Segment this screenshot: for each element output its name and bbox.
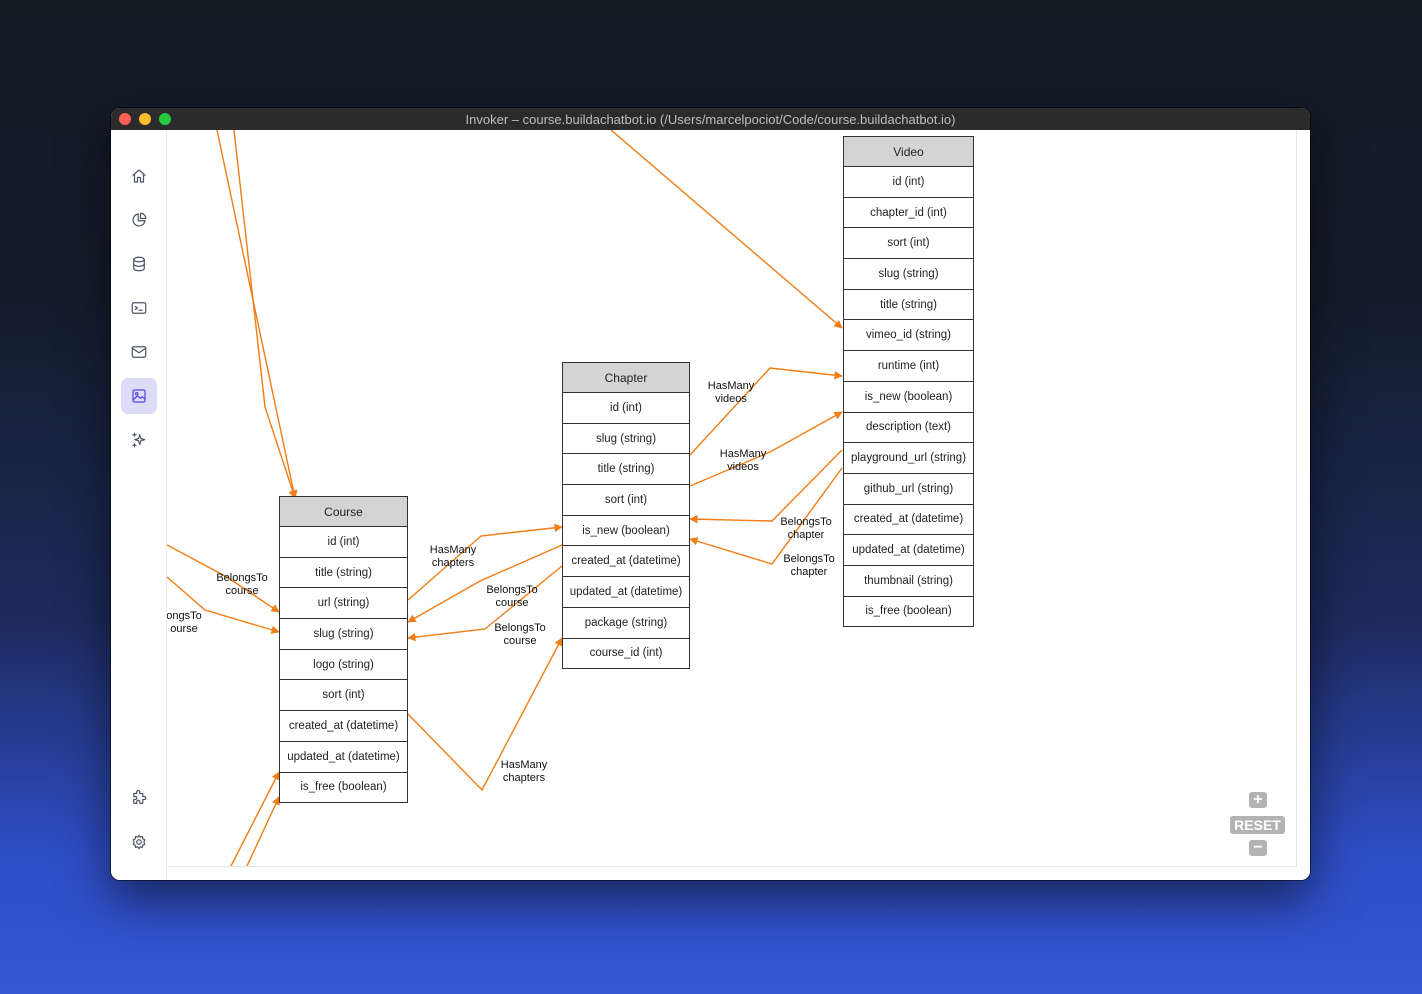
field-row: sort (int): [280, 680, 407, 712]
app-window: Invoker – course.buildachatbot.io (/User…: [111, 108, 1310, 880]
zoom-out-button[interactable]: −: [1249, 839, 1267, 856]
gear-icon: [132, 834, 146, 850]
sidebar-item-settings[interactable]: [121, 824, 157, 860]
window-title: Invoker – course.buildachatbot.io (/User…: [465, 112, 956, 127]
field-row: id (int): [280, 527, 407, 558]
edge-chapter-course-bt2: [407, 565, 563, 642]
sidebar-item-ai[interactable]: [121, 422, 157, 458]
home-icon: [132, 169, 146, 183]
edge-top-video: [610, 130, 843, 329]
minimize-window-button[interactable]: [139, 113, 151, 125]
field-row: is_free (boolean): [865, 605, 952, 618]
edge-video-chapter-bt1: [689, 449, 843, 524]
title-bar: Invoker – course.buildachatbot.io (/User…: [111, 108, 1310, 131]
field-row: package (string): [563, 608, 689, 639]
field-row: slug (string): [563, 424, 689, 455]
edge-chapter-video-hm1: [689, 367, 843, 456]
edge-course-belongsto-partial: [167, 576, 280, 634]
entity-course[interactable]: Course id (int) title (string) url (stri…: [279, 496, 408, 804]
sidebar-item-terminal[interactable]: [121, 290, 157, 326]
edge-top-left-1: [216, 130, 298, 499]
field-row: is_free (boolean): [300, 781, 387, 794]
field-row: updated_at (datetime): [563, 577, 689, 608]
close-window-button[interactable]: [119, 113, 131, 125]
sidebar: [111, 130, 167, 880]
field-row: thumbnail (string): [844, 566, 973, 597]
sidebar-item-database[interactable]: [121, 246, 157, 282]
field-row: description (text): [844, 413, 973, 444]
pie-chart-icon: [132, 212, 147, 227]
field-row: created_at (datetime): [280, 711, 407, 742]
field-row: slug (string): [844, 259, 973, 290]
edge-course-belongsto: [167, 544, 280, 613]
field-row: sort (int): [844, 228, 973, 260]
edge-chapter-video-hm2: [689, 411, 843, 487]
field-row: is_new (boolean): [844, 382, 973, 413]
field-row: course_id (int): [589, 647, 663, 660]
edge-video-chapter-bt2: [689, 467, 843, 565]
edge-bottom-left-1: [230, 771, 280, 867]
mail-icon: [131, 346, 147, 358]
field-row: logo (string): [280, 650, 407, 681]
entity-course-title: Course: [280, 497, 407, 527]
sparkles-icon: [132, 432, 146, 448]
field-row: is_new (boolean): [563, 516, 689, 547]
field-row: playground_url (string): [844, 443, 973, 474]
field-row: updated_at (datetime): [844, 535, 973, 566]
puzzle-icon: [133, 789, 147, 804]
entity-chapter-title: Chapter: [563, 363, 689, 393]
zoom-reset-button[interactable]: RESET: [1230, 816, 1285, 834]
edge-course-chapter-hm2: [407, 637, 563, 792]
field-row: title (string): [844, 290, 973, 321]
entity-video-title: Video: [844, 137, 973, 167]
zoom-in-button[interactable]: +: [1249, 791, 1267, 808]
sidebar-item-analytics[interactable]: [121, 202, 157, 238]
zoom-window-button[interactable]: [159, 113, 171, 125]
field-row: created_at (datetime): [844, 505, 973, 536]
field-row: chapter_id (int): [844, 198, 973, 229]
field-row: title (string): [563, 454, 689, 486]
field-row: vimeo_id (string): [844, 320, 973, 352]
sidebar-item-extensions[interactable]: [121, 780, 157, 816]
field-row: id (int): [844, 167, 973, 198]
diagram-canvas[interactable]: Course id (int) title (string) url (stri…: [167, 130, 1310, 880]
field-row: slug (string): [280, 619, 407, 650]
field-row: runtime (int): [844, 351, 973, 382]
canvas-bottom-border: [167, 866, 1297, 867]
entity-chapter[interactable]: Chapter id (int) slug (string) title (st…: [562, 362, 690, 670]
entity-video[interactable]: Video id (int) chapter_id (int) sort (in…: [843, 136, 974, 628]
field-row: sort (int): [563, 485, 689, 516]
sidebar-item-mail[interactable]: [121, 334, 157, 370]
field-row: url (string): [280, 588, 407, 620]
field-row: created_at (datetime): [563, 546, 689, 578]
edge-top-left-2: [233, 130, 297, 499]
image-icon: [132, 389, 146, 403]
edge-course-chapter-hm: [407, 523, 563, 601]
canvas-right-border: [1296, 130, 1297, 866]
field-row: title (string): [280, 558, 407, 589]
sidebar-item-diagram[interactable]: [121, 378, 157, 414]
database-icon: [133, 256, 145, 272]
sidebar-item-home[interactable]: [121, 158, 157, 194]
edge-bottom-left-2: [246, 796, 280, 867]
field-row: id (int): [563, 393, 689, 424]
field-row: updated_at (datetime): [280, 742, 407, 773]
field-row: github_url (string): [844, 474, 973, 505]
edge-chapter-course-bt1: [407, 544, 563, 623]
terminal-icon: [131, 302, 147, 314]
relationship-edges: [167, 130, 843, 867]
